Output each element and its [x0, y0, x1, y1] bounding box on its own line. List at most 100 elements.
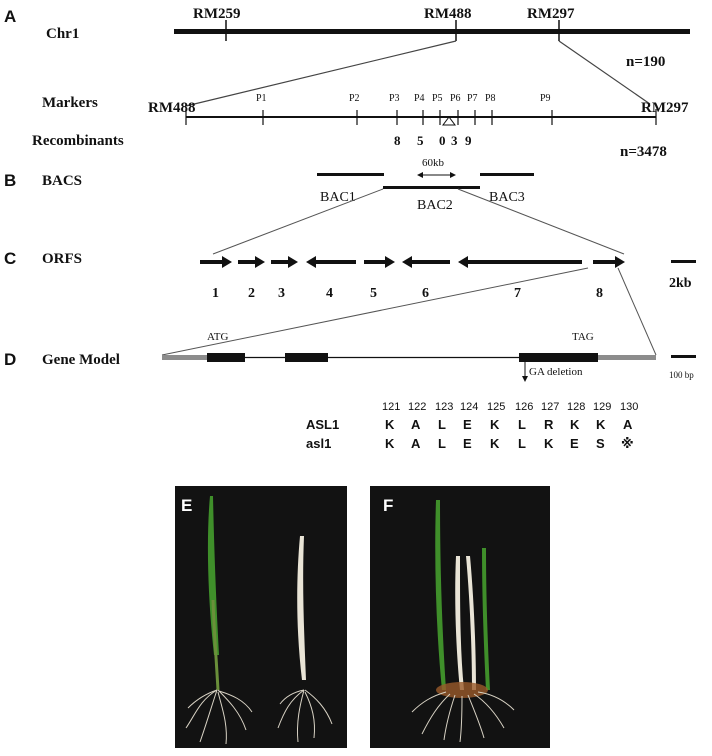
- recombinant-count-5: 9: [465, 133, 472, 148]
- residue: K: [544, 436, 554, 451]
- bac-scale-arrow-left: [417, 172, 423, 178]
- residue: K: [570, 417, 580, 432]
- orf-scale-bar: [671, 260, 696, 263]
- residue: K: [385, 417, 395, 432]
- residue: A: [623, 417, 633, 432]
- green-seedling-stem: [211, 599, 220, 691]
- stop-codon-symbol: ※: [621, 436, 634, 451]
- orf-3-arrow: [271, 256, 298, 268]
- residue: K: [490, 436, 500, 451]
- gene-exon-3: [519, 353, 598, 362]
- panel-label-a: A: [4, 7, 16, 26]
- marker-p2: P2: [349, 93, 360, 104]
- orf-number-7: 7: [514, 286, 521, 301]
- recombinant-count-3: 0: [439, 133, 446, 148]
- marker-rm488: RM488: [424, 6, 472, 22]
- orf-number-1: 1: [212, 286, 219, 301]
- marker-p7: P7: [467, 93, 478, 104]
- bac1-bar: [317, 173, 384, 176]
- markers-label: Markers: [42, 95, 98, 111]
- orf-5-arrow: [364, 256, 395, 268]
- chromosome-bar: [174, 29, 690, 34]
- residue: L: [438, 417, 446, 432]
- seq-name-wildtype: ASL1: [306, 417, 339, 432]
- position-128: 128: [567, 401, 585, 413]
- orf-8-arrow: [593, 256, 625, 268]
- position-127: 127: [541, 401, 559, 413]
- zoom-line-left-c: [161, 267, 589, 356]
- residue: L: [518, 417, 526, 432]
- green-seedling-1-leaf: [435, 500, 446, 690]
- marker-rm297: RM297: [527, 6, 575, 22]
- gene-model-label: Gene Model: [42, 352, 120, 368]
- panel-label-c: C: [4, 249, 16, 268]
- albino-seedling-2-leaf: [466, 556, 476, 690]
- gene-3utr: [598, 355, 656, 360]
- albino-seedling-1-leaf: [455, 556, 464, 690]
- marker-p9: P9: [540, 93, 551, 104]
- orfs-label: ORFS: [42, 251, 82, 267]
- panel-label-d: D: [4, 350, 16, 369]
- alignment-table: 121 122 123 124 125 126 127 128 129 130 …: [306, 401, 638, 451]
- recombinant-count-2: 5: [417, 133, 424, 148]
- residue: S: [596, 436, 605, 451]
- bac3-bar: [480, 173, 534, 176]
- position-129: 129: [593, 401, 611, 413]
- position-122: 122: [408, 401, 426, 413]
- mutation-label: GA deletion: [529, 366, 583, 378]
- bac-scale-label: 60kb: [422, 157, 445, 169]
- zoom-line-right-a: [558, 40, 651, 105]
- candidate-region-marker: [442, 116, 456, 126]
- residue: A: [411, 417, 421, 432]
- orf-number-3: 3: [278, 286, 285, 301]
- marker-rm259: RM259: [193, 6, 241, 22]
- zoom-line-right-c: [617, 267, 657, 356]
- seed-cluster: [436, 682, 488, 698]
- photo-f: F: [370, 486, 550, 748]
- residue: E: [570, 436, 579, 451]
- gene-scale-bar: [671, 355, 696, 358]
- start-codon-label: ATG: [207, 331, 228, 343]
- green-seedling-roots: [185, 689, 253, 745]
- orf-6-arrow: [402, 256, 450, 268]
- orf-4-arrow: [306, 256, 356, 268]
- orf-number-5: 5: [370, 286, 377, 301]
- position-123: 123: [435, 401, 453, 413]
- marker-p6: P6: [450, 93, 461, 104]
- recombinant-count-4: 3: [451, 133, 458, 148]
- position-121: 121: [382, 401, 400, 413]
- zoom-line-left-b: [212, 188, 384, 255]
- albino-seedling-roots: [277, 689, 333, 743]
- fine-map-n: n=3478: [620, 144, 667, 160]
- residue: K: [596, 417, 606, 432]
- mutation-arrowhead: [522, 376, 528, 382]
- orf-scale-label: 2kb: [669, 276, 692, 291]
- residue: A: [411, 436, 421, 451]
- bac-scale-arrow-right: [450, 172, 456, 178]
- stop-codon-label: TAG: [572, 331, 594, 343]
- green-seedling-2-leaf: [482, 548, 490, 690]
- residue: R: [544, 417, 554, 432]
- marker-p1: P1: [256, 93, 267, 104]
- orf-1-arrow: [200, 256, 232, 268]
- albino-seedling-leaf: [297, 536, 306, 680]
- gene-exon-1: [207, 353, 245, 362]
- photo-e-background: [175, 486, 347, 748]
- green-seedling-leaf: [207, 496, 219, 655]
- orf-2-arrow: [238, 256, 265, 268]
- orf-number-8: 8: [596, 286, 603, 301]
- recombinant-count-1: 8: [394, 133, 401, 148]
- zoom-line-right-b: [457, 188, 625, 255]
- gene-exon-2: [285, 353, 328, 362]
- bac3-label: BAC3: [489, 190, 525, 205]
- orf-number-4: 4: [326, 286, 333, 301]
- residue: K: [385, 436, 395, 451]
- position-124: 124: [460, 401, 478, 413]
- fine-marker-rm297: RM297: [641, 100, 689, 116]
- residue: E: [463, 417, 472, 432]
- photo-e: E: [175, 486, 347, 748]
- marker-p4: P4: [414, 93, 425, 104]
- panel-label-e: E: [181, 496, 192, 515]
- residue: K: [490, 417, 500, 432]
